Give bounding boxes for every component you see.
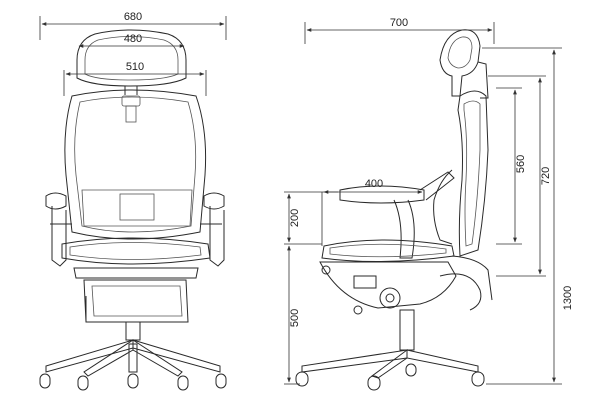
front-armrest-right [200,192,225,267]
side-base [301,349,479,379]
side-seat [321,239,455,263]
front-gas-lift [125,321,141,341]
side-headrest [439,29,489,99]
dim-label-overall-height: 1300 [562,286,574,310]
side-mechanism [319,255,493,315]
dim-label-overall-width: 680 [124,11,142,23]
front-base [45,339,221,377]
side-view [284,22,562,391]
dim-label-backrest-width: 510 [126,61,144,73]
front-seat [61,237,211,279]
front-footrest [83,279,189,323]
dim-label-backrest-height: 560 [515,155,527,173]
front-dimensions [39,16,227,96]
front-view [39,16,227,391]
side-dimensions [284,22,562,385]
side-gas-lift [399,309,415,351]
front-backrest [64,89,207,240]
dim-label-seat-depth: 400 [365,178,383,190]
side-casters [295,363,485,391]
side-armrest [339,171,455,259]
dim-label-headrest-width: 480 [124,33,142,45]
front-casters [39,373,227,391]
front-armrest-left [45,192,72,267]
dim-label-back-total-height: 720 [540,167,552,185]
dim-label-armrest-height: 200 [289,209,301,227]
side-backrest [433,90,489,257]
dim-label-seat-height: 500 [289,309,301,327]
dim-label-overall-depth: 700 [390,17,408,29]
